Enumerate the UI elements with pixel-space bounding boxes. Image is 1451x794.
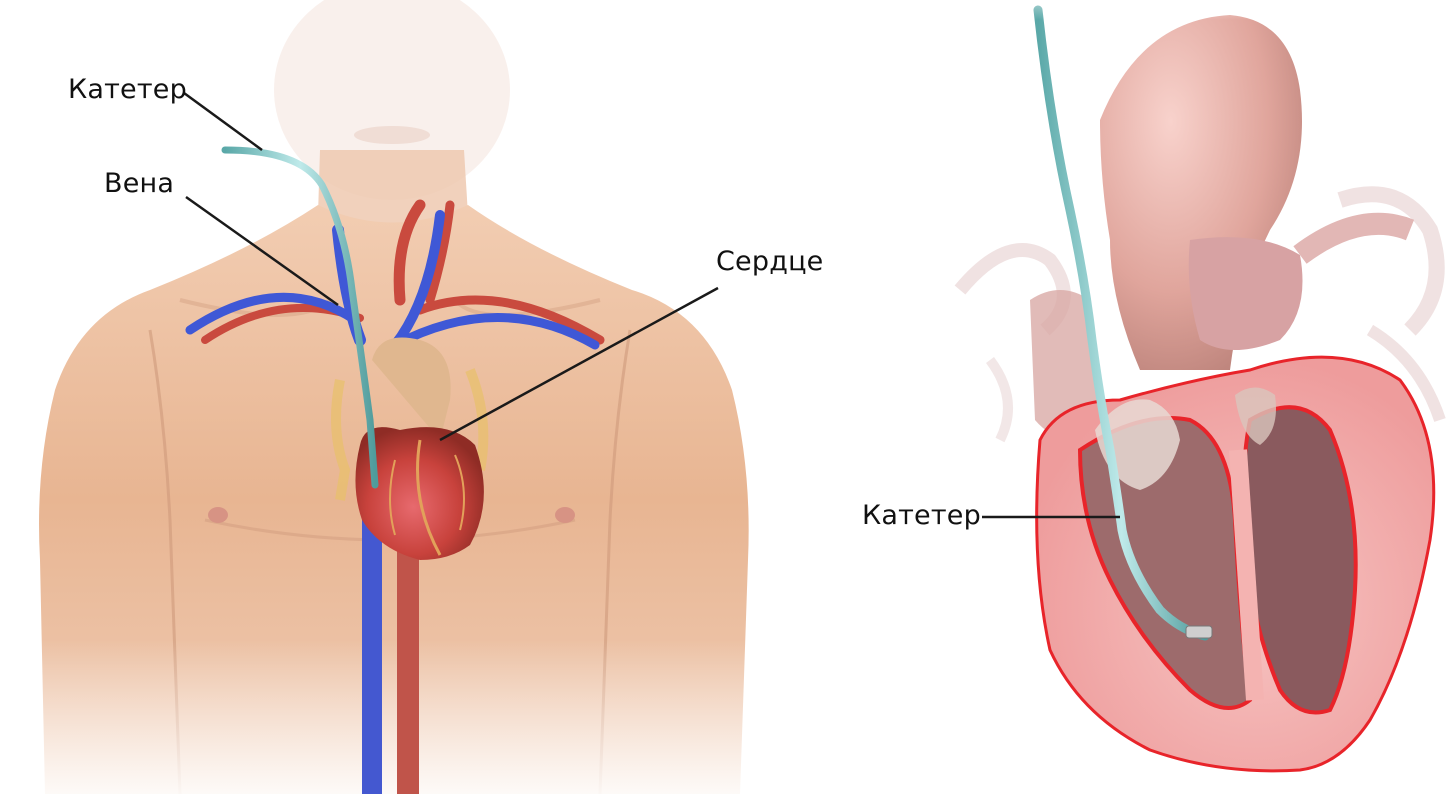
vein-label: Вена: [104, 168, 174, 200]
heart-cross-section-illustration: [940, 0, 1451, 771]
catheter-label-left: Катетер: [68, 74, 187, 106]
catheter-left-leader: [184, 93, 262, 150]
torso-illustration: [0, 0, 800, 794]
heart-label: Сердце: [716, 246, 823, 278]
catheter-label-right: Катетер: [862, 500, 981, 532]
